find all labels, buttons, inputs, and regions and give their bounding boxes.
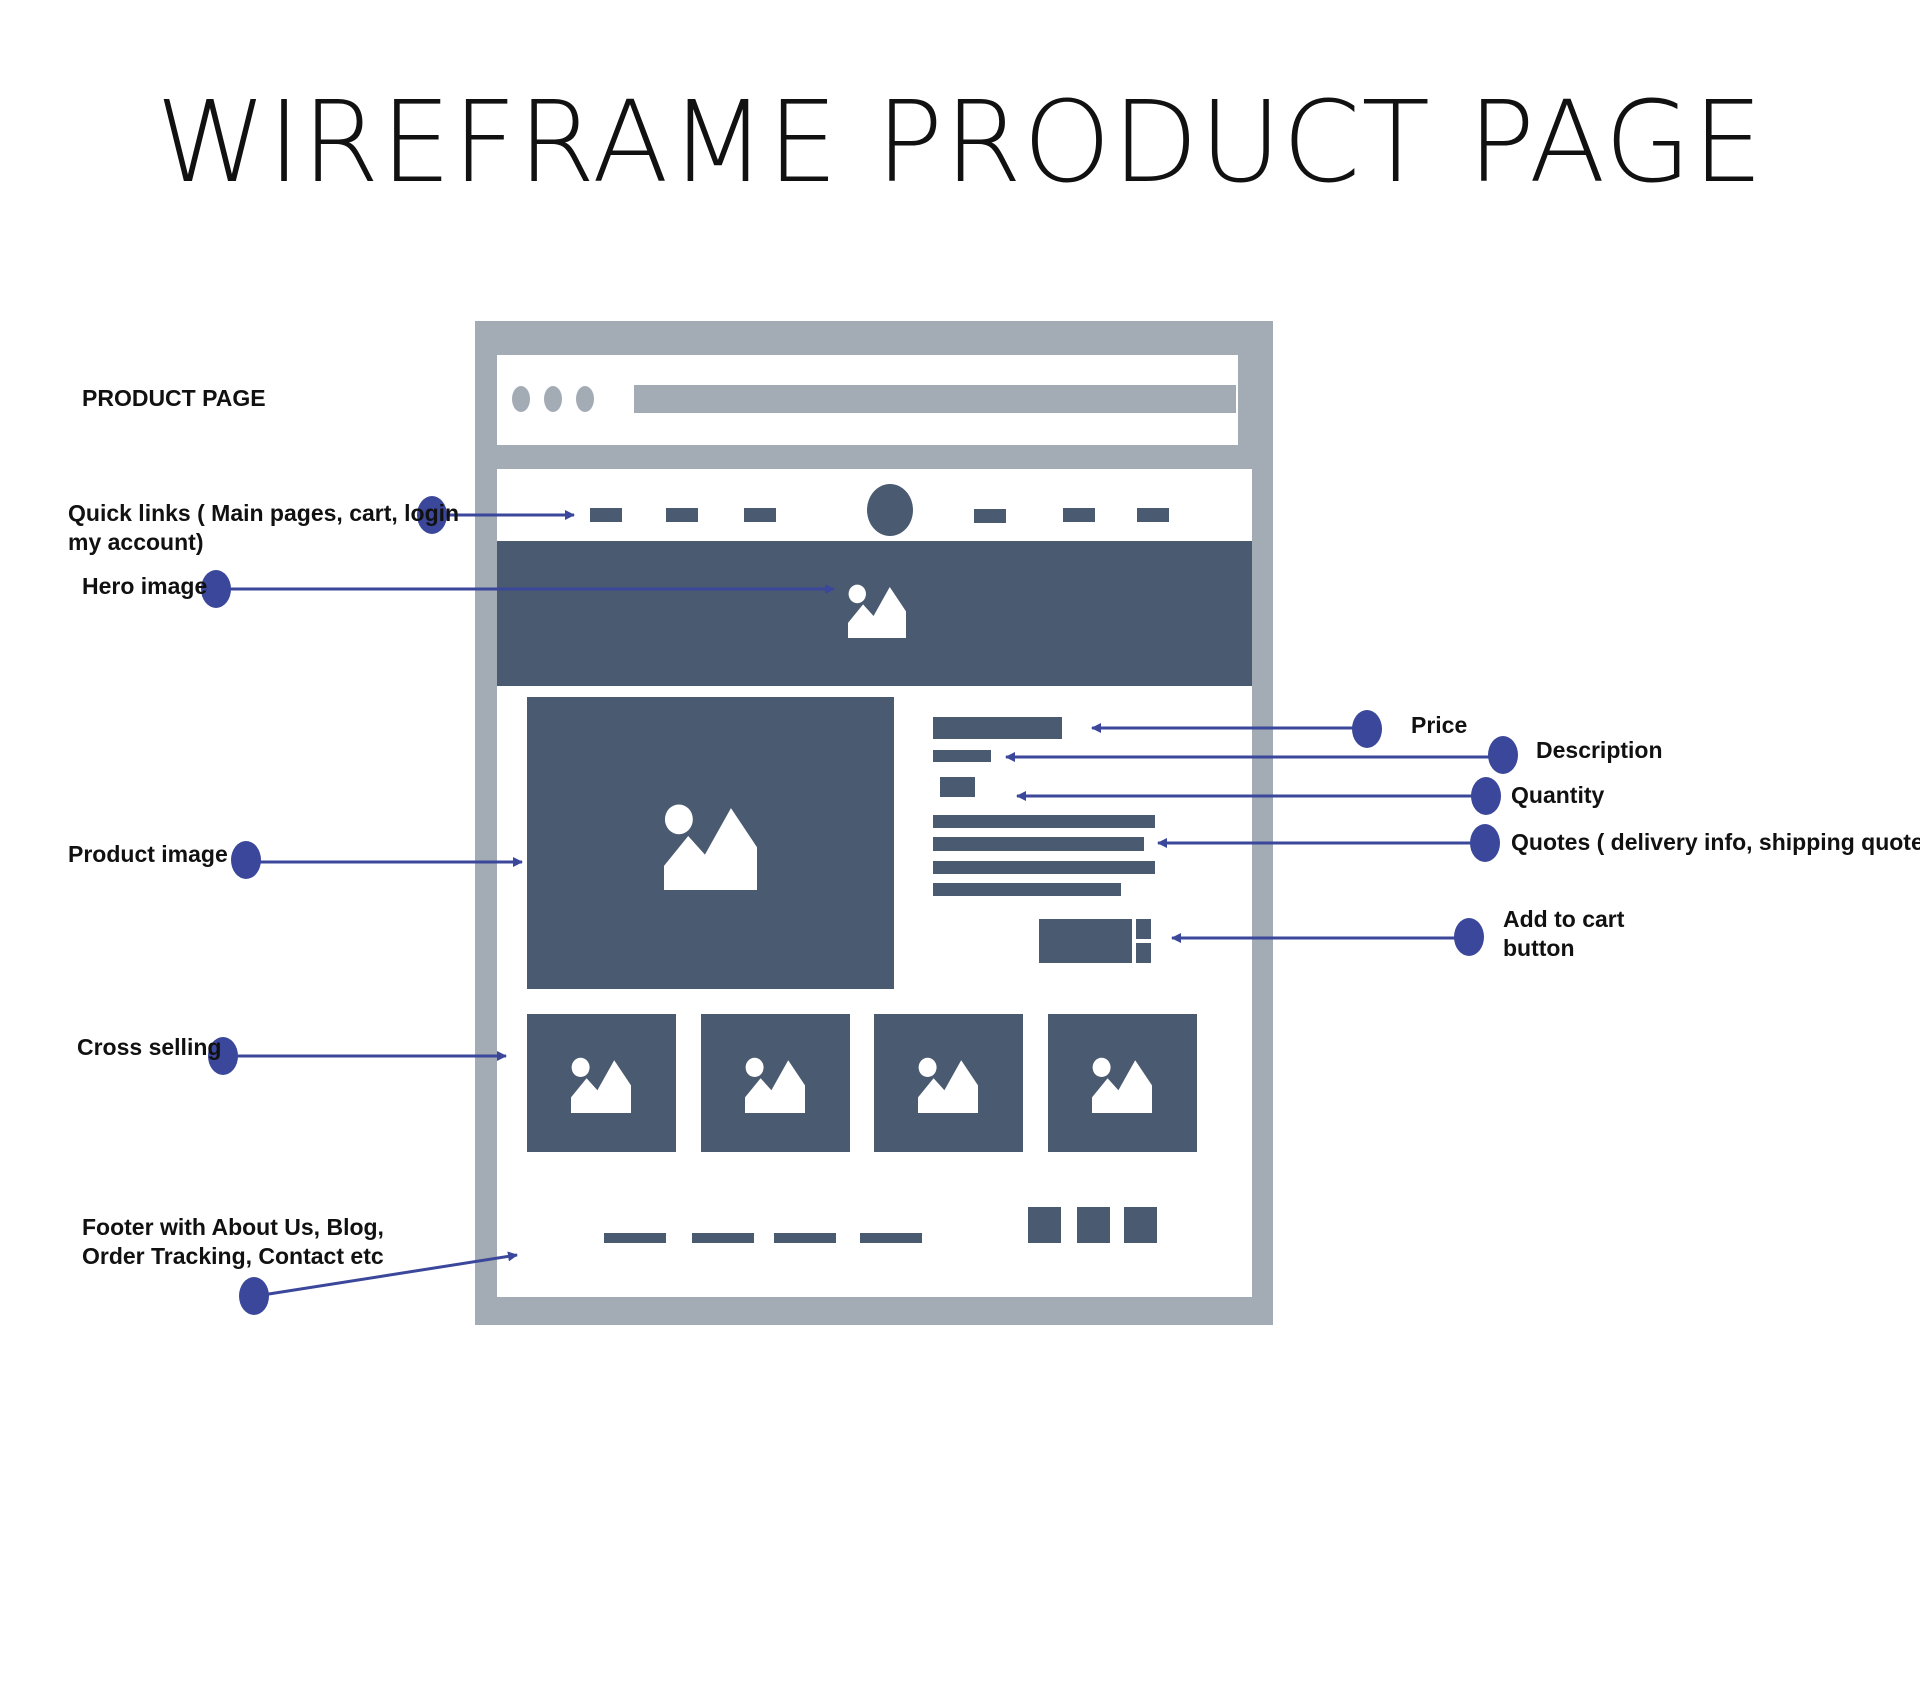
add-to-cart-label-line2: button [1503, 935, 1575, 961]
callout-arrows [216, 510, 1502, 1298]
page-left-border [487, 469, 497, 1313]
add-to-cart-label-line1: Add to cart [1503, 906, 1625, 932]
quantity-input[interactable] [940, 777, 975, 797]
price-block [933, 717, 1062, 739]
marker-dot-icon [201, 570, 231, 608]
footer-label-line2: Order Tracking, Contact etc [82, 1243, 384, 1269]
footer-link[interactable] [692, 1233, 754, 1243]
browser-top-band [487, 333, 1261, 355]
quick-links-label-line2: my account) [68, 529, 204, 555]
marker-dot-icon [208, 1037, 238, 1075]
hero-banner [497, 541, 1252, 686]
quantity-label: Quantity [1511, 782, 1605, 808]
quick-links-nav [590, 484, 1169, 536]
quotes-line [933, 815, 1155, 828]
product-image-label: Product image [68, 841, 228, 867]
window-dot-icon [512, 386, 530, 412]
nav-link[interactable] [744, 508, 776, 522]
social-icon[interactable] [1028, 1207, 1061, 1243]
nav-link[interactable] [590, 508, 622, 522]
footer-arrow [255, 1251, 518, 1298]
cross-selling-label: Cross selling [77, 1034, 222, 1060]
marker-dot-icon [231, 841, 261, 879]
social-icon[interactable] [1077, 1207, 1110, 1243]
marker-dot-icon [239, 1277, 269, 1315]
nav-link[interactable] [1063, 508, 1095, 522]
price-label: Price [1411, 712, 1468, 738]
logo-circle-icon[interactable] [867, 484, 913, 536]
page-right-border [1252, 469, 1261, 1313]
callout-markers [201, 496, 1518, 1315]
marker-dot-icon [417, 496, 447, 534]
cross-selling-row [527, 1014, 1197, 1152]
marker-dot-icon [1470, 824, 1500, 862]
window-dot-icon [576, 386, 594, 412]
quotes-label: Quotes ( delivery info, shipping quotes) [1511, 829, 1920, 855]
quotes-line [933, 883, 1121, 896]
nav-link[interactable] [666, 508, 698, 522]
product-image [527, 697, 894, 989]
browser-right-band [1238, 333, 1261, 469]
marker-dot-icon [1488, 736, 1518, 774]
footer-link[interactable] [774, 1233, 836, 1243]
description-label: Description [1536, 737, 1663, 763]
window-dot-icon [544, 386, 562, 412]
browser-header-separator [487, 445, 1261, 469]
nav-link[interactable] [1137, 508, 1169, 522]
marker-dot-icon [1352, 710, 1382, 748]
hero-image-label: Hero image [82, 573, 208, 599]
page-title: WIREFRAME PRODUCT PAGE [155, 78, 1765, 208]
description-block [933, 750, 991, 762]
add-to-cart-button[interactable] [1039, 919, 1151, 963]
address-bar[interactable] [634, 385, 1236, 413]
footer-link[interactable] [860, 1233, 922, 1243]
footer [604, 1207, 1157, 1243]
quotes-line [933, 861, 1155, 874]
quick-links-label-line1: Quick links ( Main pages, cart, login [68, 500, 460, 526]
page-bottom-border [487, 1297, 1261, 1313]
footer-label-line1: Footer with About Us, Blog, [82, 1214, 384, 1240]
nav-link[interactable] [974, 509, 1006, 523]
marker-dot-icon [1471, 777, 1501, 815]
browser-left-band [487, 333, 497, 469]
marker-dot-icon [1454, 918, 1484, 956]
social-icon[interactable] [1124, 1207, 1157, 1243]
footer-link[interactable] [604, 1233, 666, 1243]
product-page-label: PRODUCT PAGE [82, 385, 266, 411]
quotes-line [933, 837, 1144, 851]
